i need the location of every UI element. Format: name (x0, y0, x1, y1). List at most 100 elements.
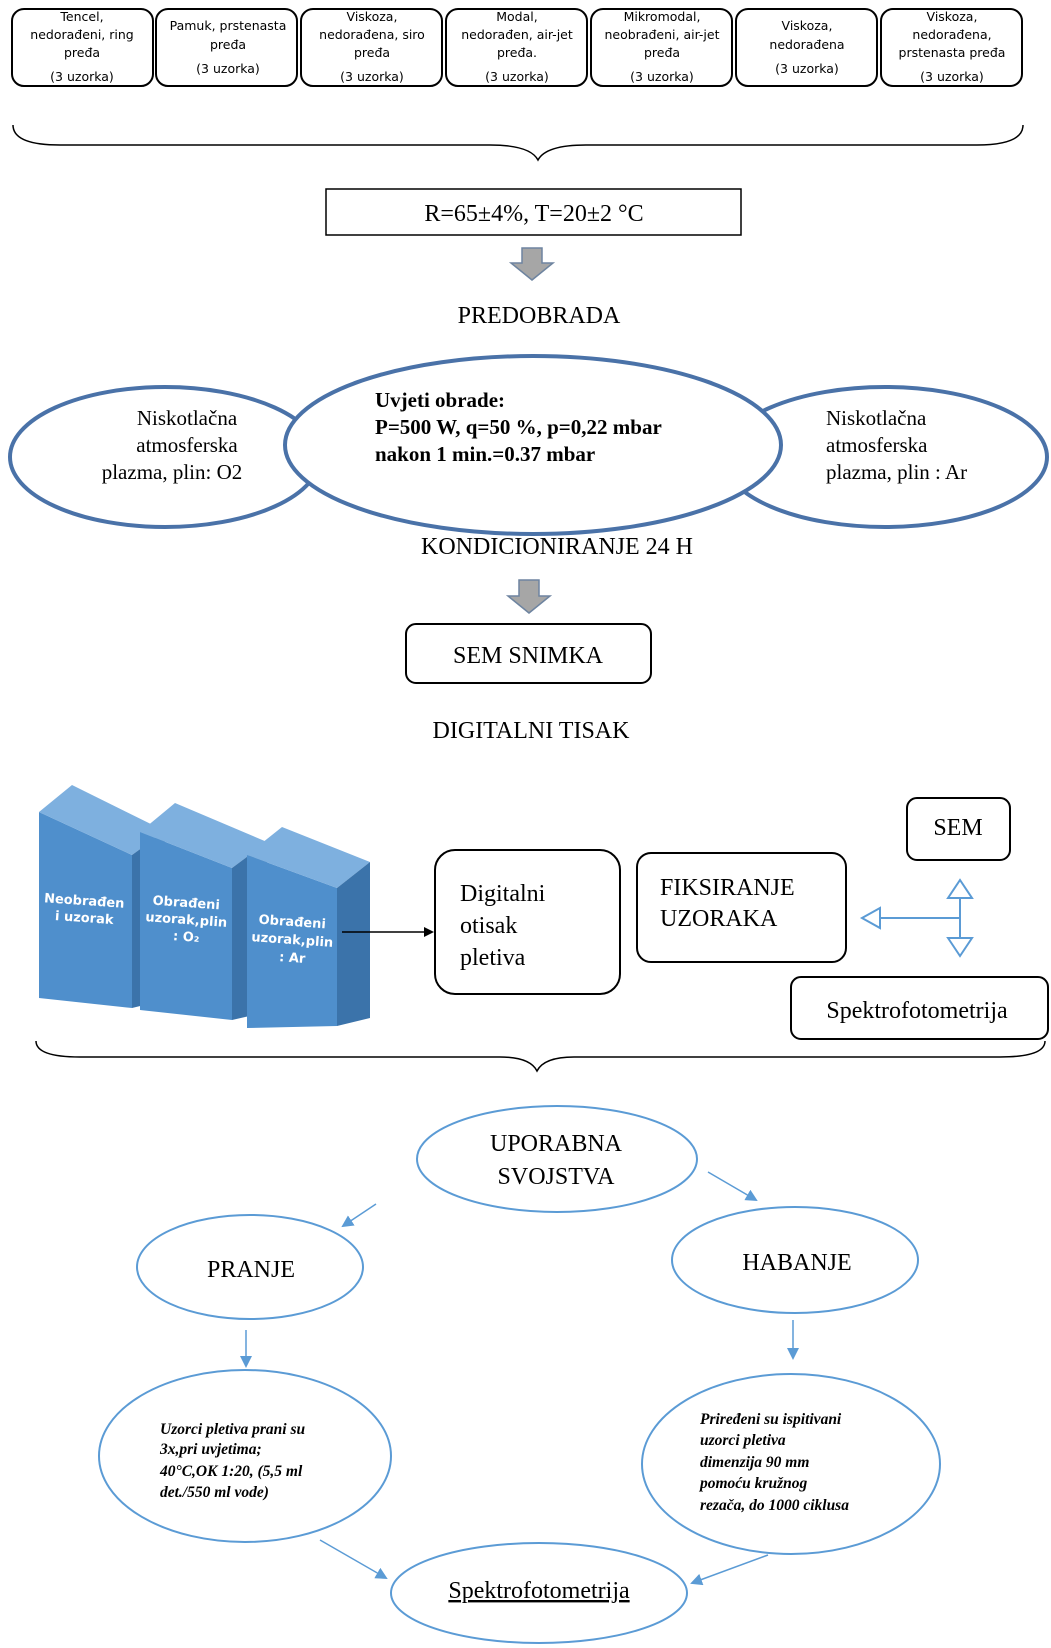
sample-box-line: pređa (210, 37, 246, 52)
ar-sample-block: Obrađeni uzorak,plin : Ar (247, 827, 370, 1028)
washing-details-line: 3x,pri uvjetima; (159, 1441, 262, 1458)
arrowhead-up (946, 878, 974, 899)
arrowhead-left (859, 906, 881, 930)
pretreatment-label: PREDOBRADA (458, 303, 621, 329)
spectro-box (790, 976, 1049, 1040)
final-spectro-text: Spektrofotometrija (448, 1578, 630, 1604)
treatment-line: nakon 1 min.=0.37 mbar (375, 442, 595, 466)
arrowhead-down (946, 937, 974, 958)
plasma-ar-line: plazma, plin : Ar (826, 460, 967, 484)
sample-box-line: nedorađena (769, 37, 844, 52)
sample-box: Pamuk, prstenasta pređa (3 uzorka) (155, 8, 298, 87)
block-label-line: uzorak,plin (145, 910, 228, 931)
block-label-line: uzorak,plin (251, 930, 334, 951)
washing-details-line: 40°C,OK 1:20, (5,5 ml (159, 1463, 303, 1480)
block-top (247, 827, 370, 888)
fixing-box (636, 852, 847, 963)
washing-details-line: Uzorci pletiva prani su (160, 1421, 305, 1438)
sample-box-frame (445, 8, 588, 87)
conditions-box (325, 188, 742, 236)
sample-box-frame (300, 8, 443, 87)
sample-box-row: Tencel, nedorađeni, ring pređa (3 uzorka… (11, 8, 1023, 87)
sample-box-line: prstenasta pređa (899, 45, 1006, 60)
sample-box-line: Mikromodal, (624, 9, 701, 24)
conditioning-label: KONDICIONIRANJE 24 H (421, 534, 693, 560)
block-label-line: Obrađeni (152, 894, 220, 914)
fixing-line: UZORAKA (660, 906, 778, 932)
sample-box: Mikromodal, neobrađeni, air-jet pređa (3… (590, 8, 733, 87)
digital-print-label: DIGITALNI TISAK (433, 718, 631, 744)
abrasion-details-line: Priređeni su ispitivani (700, 1411, 842, 1428)
sample-box-count: (3 uzorka) (775, 61, 839, 76)
plasma-o2-line: plazma, plin: O2 (102, 460, 243, 484)
conditions-text: R=65±4%, T=20±2 °C (424, 201, 643, 227)
sample-blocks: Neobrađen i uzorak Obrađeni uzorak,plin … (39, 785, 370, 1028)
plasma-ar-line: Niskotlačna (826, 406, 927, 430)
sample-box-count: (3 uzorka) (50, 69, 114, 84)
sem-text: SEM (933, 815, 982, 841)
abrasion-details-line: pomoću kružnog (698, 1475, 807, 1492)
sample-box-line: nedorađen, air-jet (461, 27, 573, 42)
sample-box-line: pređa (354, 45, 390, 60)
washing-details-ellipse (98, 1369, 392, 1543)
treatment-conditions-ellipse (283, 354, 783, 536)
sample-box-line: Viskoza, (782, 18, 833, 33)
block-label-line: : O₂ (173, 929, 200, 946)
arrow-abrasion-to-spectro (690, 1554, 769, 1586)
sem-box (906, 797, 1011, 861)
block-front (140, 832, 232, 1020)
sample-box-line: neobrađeni, air-jet (604, 27, 719, 42)
sample-box-line: Modal, (496, 9, 537, 24)
fixing-line: FIKSIRANJE (660, 875, 795, 901)
spectro-text: Spektrofotometrija (826, 998, 1008, 1024)
block-label-line: : Ar (279, 950, 307, 967)
washing-ellipse (136, 1214, 364, 1320)
sample-box: Viskoza, nedorađena, prstenasta pređa (3… (880, 8, 1023, 87)
sample-box: Tencel, nedorađeni, ring pređa (3 uzorka… (11, 8, 154, 87)
digital-print-line: pletiva (460, 945, 526, 971)
curly-brace (35, 1040, 1046, 1073)
sample-box: Viskoza, nedorađena, siro pređa (3 uzork… (300, 8, 443, 87)
abrasion-details-line: rezača, do 1000 ciklusa (700, 1497, 849, 1514)
sample-box-line: pređa (64, 45, 100, 60)
sample-box-frame (735, 8, 878, 87)
sample-box: Modal, nedorađen, air-jet pređa. (3 uzor… (445, 8, 588, 87)
sample-box-count: (3 uzorka) (196, 61, 260, 76)
sample-box-count: (3 uzorka) (340, 69, 404, 84)
block-label-line: Neobrađen (44, 891, 125, 912)
sample-box-frame (590, 8, 733, 87)
digital-print-line: Digitalni (460, 881, 546, 907)
sample-box-count: (3 uzorka) (920, 69, 984, 84)
abrasion-details-line: uzorci pletiva (700, 1432, 786, 1449)
treatment-line: P=500 W, q=50 %, p=0,22 mbar (375, 415, 662, 439)
sem-image-box (405, 623, 652, 684)
abrasion-text: HABANJE (742, 1250, 851, 1276)
abrasion-details-ellipse (641, 1373, 941, 1555)
sample-box-frame (155, 8, 298, 87)
curly-brace (12, 124, 1024, 162)
sample-box-line: Pamuk, prstenasta (170, 18, 287, 33)
down-arrow-icon (508, 247, 556, 281)
block-front (39, 812, 132, 1008)
digital-print-box (434, 849, 621, 995)
sample-box: Viskoza, nedorađena (3 uzorka) (735, 8, 878, 87)
abrasion-details-line: dimenzija 90 mm (700, 1454, 809, 1471)
sample-box-line: Viskoza, (347, 9, 398, 24)
usage-properties-ellipse (416, 1105, 698, 1213)
sample-box-frame (880, 8, 1023, 87)
flow-arrows (240, 1171, 799, 1586)
sample-box-frame (11, 8, 154, 87)
plasma-o2-line: Niskotlačna (137, 406, 238, 430)
sample-box-line: nedorađeni, ring (30, 27, 133, 42)
washing-text: PRANJE (207, 1257, 295, 1283)
treatment-line: Uvjeti obrade: (375, 388, 505, 412)
sample-box-line: nedorađena, siro (319, 27, 425, 42)
usage-properties-line: SVOJSTVA (498, 1164, 616, 1190)
sample-box-line: Viskoza, (927, 9, 978, 24)
cross-arrow-icon (859, 878, 974, 958)
sample-box-count: (3 uzorka) (630, 69, 694, 84)
block-side (337, 862, 370, 1026)
arrow-washing-to-spectro (319, 1539, 388, 1579)
abrasion-ellipse (671, 1206, 919, 1314)
